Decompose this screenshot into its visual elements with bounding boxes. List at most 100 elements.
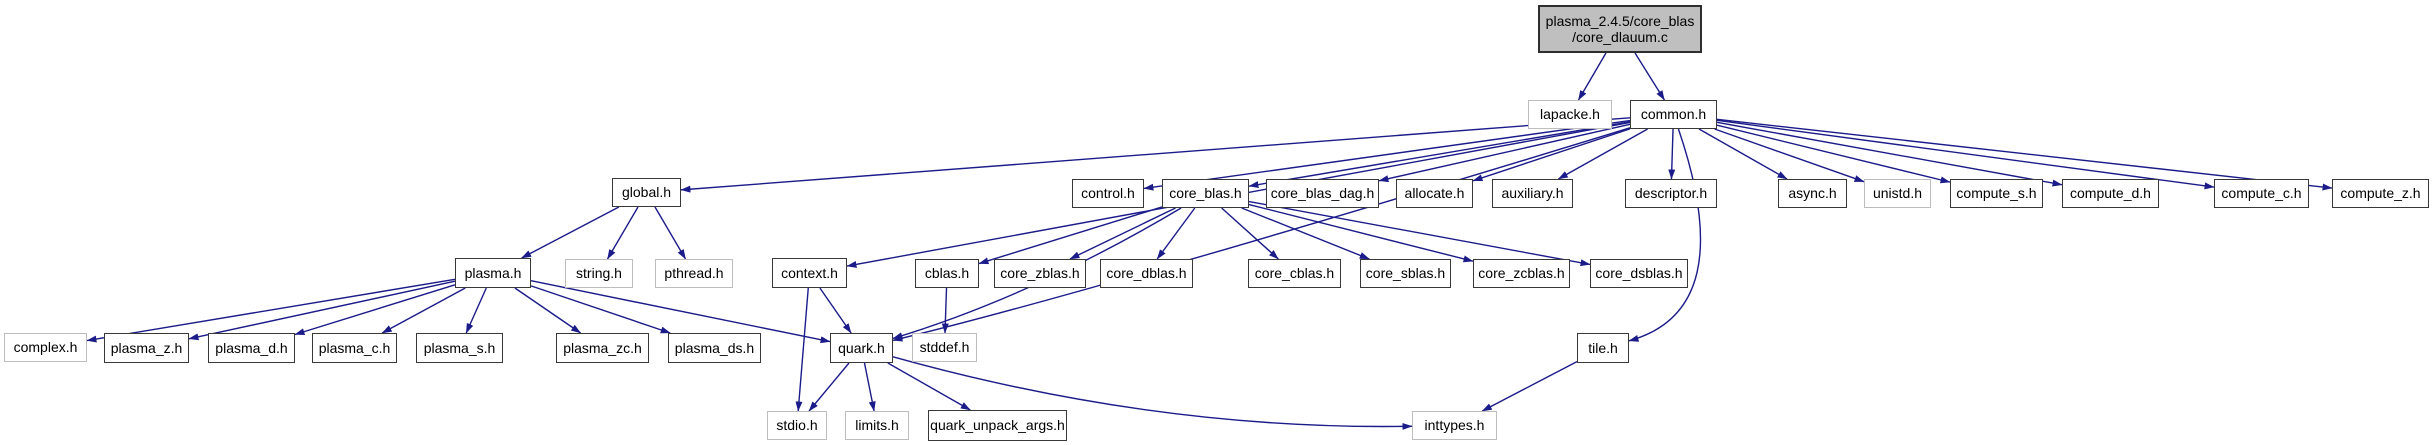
graph-node-label: stdio.h	[776, 417, 818, 434]
graph-node-label: common.h	[1640, 106, 1707, 123]
graph-node-pthread: pthread.h	[655, 259, 733, 288]
graph-node-descriptor[interactable]: descriptor.h	[1625, 179, 1717, 208]
graph-node-limits: limits.h	[845, 411, 909, 440]
edge-global-to-pthread	[654, 206, 687, 260]
edge-core_blas-to-core_zcblas	[1248, 203, 1474, 263]
edge-plasma-to-plasma_ds	[530, 285, 671, 334]
graph-node-label: plasma_s.h	[423, 339, 496, 356]
graph-node-label: compute_z.h	[2340, 185, 2421, 202]
graph-node-core_dblas[interactable]: core_dblas.h	[1100, 259, 1193, 288]
edge-common-to-descriptor	[1668, 128, 1676, 180]
edge-quark-to-quark_unpack_args	[887, 362, 971, 411]
graph-node-label: cblas.h	[924, 265, 970, 282]
edge-tile-to-inttypes	[1481, 360, 1578, 412]
edge-common-to-compute_c	[1716, 119, 2215, 190]
graph-node-label: allocate.h	[1404, 185, 1465, 202]
graph-node-auxiliary[interactable]: auxiliary.h	[1492, 179, 1573, 208]
graph-node-plasma_zc[interactable]: plasma_zc.h	[556, 333, 649, 363]
graph-node-label: quark.h	[838, 339, 885, 356]
graph-node-control[interactable]: control.h	[1072, 179, 1144, 208]
graph-node-core_dsblas[interactable]: core_dsblas.h	[1590, 259, 1688, 288]
graph-node-plasma_z[interactable]: plasma_z.h	[104, 333, 189, 363]
graph-node-compute_s[interactable]: compute_s.h	[1950, 179, 2043, 208]
graph-node-label: control.h	[1081, 185, 1135, 202]
graph-node-complex: complex.h	[4, 333, 87, 362]
edge-plasma-to-quark	[530, 280, 831, 344]
graph-node-label: stddef.h	[919, 339, 970, 356]
graph-node-label: /core_dlauum.c	[1572, 29, 1668, 45]
graph-node-label: tile.h	[1588, 339, 1618, 356]
graph-node-plasma_d[interactable]: plasma_d.h	[208, 333, 295, 363]
graph-node-label: compute_s.h	[1956, 185, 2037, 202]
graph-node-core_blas_dag[interactable]: core_blas_dag.h	[1266, 179, 1379, 208]
graph-node-label: core_blas.h	[1169, 185, 1242, 202]
graph-node-label: core_cblas.h	[1254, 265, 1335, 282]
graph-node-label: context.h	[781, 264, 838, 281]
graph-node-label: quark_unpack_args.h	[930, 417, 1065, 434]
edge-common-to-auxiliary	[1557, 128, 1648, 180]
graph-node-context[interactable]: context.h	[772, 258, 847, 288]
graph-node-plasma_s[interactable]: plasma_s.h	[416, 333, 503, 363]
edge-plasma-to-plasma_d	[294, 284, 456, 336]
edge-main-to-lapacke	[1577, 52, 1607, 101]
graph-node-core_zcblas[interactable]: core_zcblas.h	[1473, 259, 1570, 288]
graph-node-label: plasma_d.h	[215, 339, 288, 356]
edge-core_blas-to-cblas	[978, 206, 1163, 265]
graph-node-plasma_c[interactable]: plasma_c.h	[312, 333, 397, 363]
edge-plasma-to-plasma_zc	[514, 287, 582, 334]
graph-node-label: core_zblas.h	[1000, 265, 1080, 282]
graph-node-label: descriptor.h	[1634, 185, 1708, 202]
graph-node-core_cblas[interactable]: core_cblas.h	[1248, 259, 1341, 288]
graph-node-stddef: stddef.h	[912, 333, 977, 362]
graph-node-label: limits.h	[855, 417, 899, 434]
graph-node-plasma_ds[interactable]: plasma_ds.h	[668, 333, 761, 363]
edge-core_blas-to-core_zblas	[1069, 207, 1176, 260]
graph-node-core_zblas[interactable]: core_zblas.h	[994, 259, 1086, 288]
edge-core_blas-to-core_sblas	[1241, 207, 1370, 260]
graph-node-core_blas[interactable]: core_blas.h	[1162, 179, 1249, 208]
graph-node-compute_c[interactable]: compute_c.h	[2214, 179, 2309, 208]
graph-node-label: inttypes.h	[1424, 417, 1485, 434]
graph-node-async[interactable]: async.h	[1778, 179, 1847, 208]
graph-node-label: plasma_z.h	[110, 339, 183, 356]
edge-core_blas-to-core_cblas	[1221, 207, 1279, 260]
graph-node-label: core_sblas.h	[1365, 265, 1446, 282]
edge-common-to-allocate	[1472, 128, 1631, 182]
edge-common-to-compute_d	[1716, 121, 2063, 187]
edge-common-to-global	[680, 117, 1631, 193]
graph-node-label: core_zcblas.h	[1478, 265, 1565, 282]
graph-node-string: string.h	[565, 259, 633, 288]
graph-node-unistd: unistd.h	[1864, 179, 1931, 208]
graph-node-tile[interactable]: tile.h	[1577, 333, 1629, 363]
edge-plasma-to-plasma_c	[381, 287, 466, 334]
edge-common-to-core_blas	[1248, 121, 1631, 189]
edge-plasma-to-complex	[86, 278, 456, 343]
graph-node-label: compute_d.h	[2070, 185, 2151, 202]
graph-node-label: plasma_c.h	[318, 339, 391, 356]
graph-node-compute_z[interactable]: compute_z.h	[2332, 179, 2429, 208]
graph-node-quark[interactable]: quark.h	[830, 333, 893, 363]
edge-core_blas-to-core_dblas	[1156, 207, 1196, 260]
graph-node-label: compute_c.h	[2221, 185, 2302, 202]
edge-plasma-to-plasma_z	[188, 280, 456, 341]
graph-node-common[interactable]: common.h	[1630, 100, 1717, 129]
graph-node-global[interactable]: global.h	[612, 178, 681, 207]
graph-node-core_sblas[interactable]: core_sblas.h	[1360, 259, 1451, 288]
graph-node-compute_d[interactable]: compute_d.h	[2062, 179, 2159, 208]
graph-node-label: core_dblas.h	[1106, 265, 1187, 282]
edge-common-to-compute_z	[1716, 118, 2333, 191]
graph-node-label: async.h	[1788, 185, 1837, 202]
edge-common-to-async	[1698, 128, 1788, 180]
graph-node-plasma[interactable]: plasma.h	[455, 258, 531, 288]
graph-node-allocate[interactable]: allocate.h	[1396, 179, 1473, 208]
edge-common-to-compute_s	[1716, 124, 1951, 184]
graph-node-quark_unpack_args[interactable]: quark_unpack_args.h	[928, 410, 1067, 441]
graph-node-cblas[interactable]: cblas.h	[915, 259, 979, 288]
graph-node-inttypes: inttypes.h	[1412, 411, 1497, 440]
edge-core_blas-to-core_dsblas	[1248, 200, 1591, 267]
graph-node-label: core_dsblas.h	[1595, 265, 1683, 282]
graph-node-label: core_blas_dag.h	[1270, 185, 1375, 202]
graph-node-label: unistd.h	[1872, 185, 1923, 202]
edge-context-to-stdio	[795, 287, 809, 412]
edge-global-to-string	[606, 206, 639, 260]
